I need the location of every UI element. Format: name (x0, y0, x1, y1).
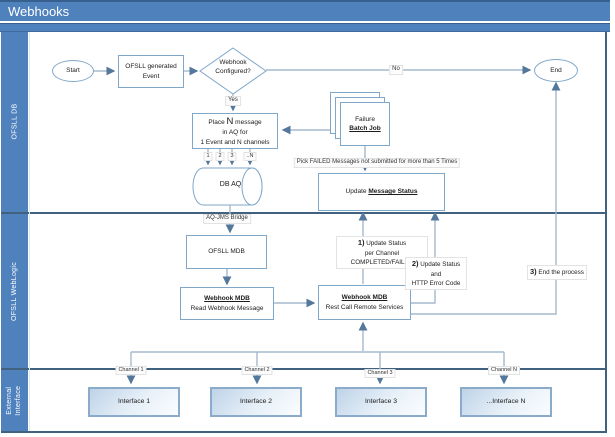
lane-label-ofsll-db: OFSLL DB (1, 31, 28, 212)
page-title: Webhooks (8, 4, 70, 19)
lane-divider-1 (1, 212, 607, 214)
interface-n-node: ...Interface N (460, 387, 552, 417)
queue-label-n: ..N (243, 152, 257, 162)
lane-label-external-interface: External Interface (1, 370, 28, 431)
decision-node-label: Webhook Configured? (215, 59, 251, 76)
place-in-aq-node: Place N message in AQ for 1 Event and N … (192, 113, 278, 149)
webhook-mdb-rest-node: Webhook MDB Rest Call Remote Services (318, 285, 411, 320)
interface-1-node: Interface 1 (88, 387, 180, 417)
annotation-2: 2) Update Status and HTTP Error Code (405, 257, 467, 291)
title-bar: Webhooks (0, 0, 610, 21)
db-aq-cylinder-shape (192, 167, 263, 206)
frame-right-border (605, 31, 607, 433)
channel-1-label: Channel 1 (115, 366, 147, 376)
edge-label-yes: Yes (225, 96, 241, 106)
webhook-mdb-read-node: Webhook MDB Read Webhook Message (180, 287, 274, 320)
title-sub-strip (0, 23, 610, 32)
channel-2-label: Channel 2 (241, 366, 273, 376)
interface-3-node: Interface 3 (335, 387, 427, 417)
lane-column-edge (29, 31, 30, 431)
lane-label-ofsll-weblogic: OFSLL WebLogic (1, 214, 28, 368)
queue-label-1: 1 (203, 152, 213, 162)
annotation-3: 3) End the process (527, 265, 587, 280)
connector-rest-to-end-3 (410, 81, 561, 315)
db-aq-cylinder-label: DB AQ (219, 181, 242, 188)
queue-label-3: 3 (227, 152, 237, 162)
edge-label-no: No (389, 65, 403, 75)
end-node: End (534, 59, 578, 82)
edge-label-aq-jms-bridge: AQ-JMS Bridge (203, 214, 251, 224)
event-node: OFSLL generated Event (118, 55, 184, 88)
failure-batch-job-node: Failure Batch Job (340, 102, 390, 146)
queue-label-2: 2 (215, 152, 225, 162)
ofsll-mdb-node: OFSLL MDB (186, 235, 267, 269)
start-node: Start (52, 60, 94, 82)
lane-divider-2 (1, 368, 607, 370)
frame-bottom-border (1, 431, 607, 433)
channel-3-label: Channel 3 (364, 369, 396, 379)
connector-rest-to-update-2 (410, 211, 440, 304)
update-message-status-node: Update Message Status (318, 173, 445, 211)
edge-label-pick-failed: Pick FAILED Messages not submitted for m… (293, 158, 461, 168)
interface-2-node: Interface 2 (210, 387, 302, 417)
channel-n-label: Channel N (488, 366, 520, 376)
